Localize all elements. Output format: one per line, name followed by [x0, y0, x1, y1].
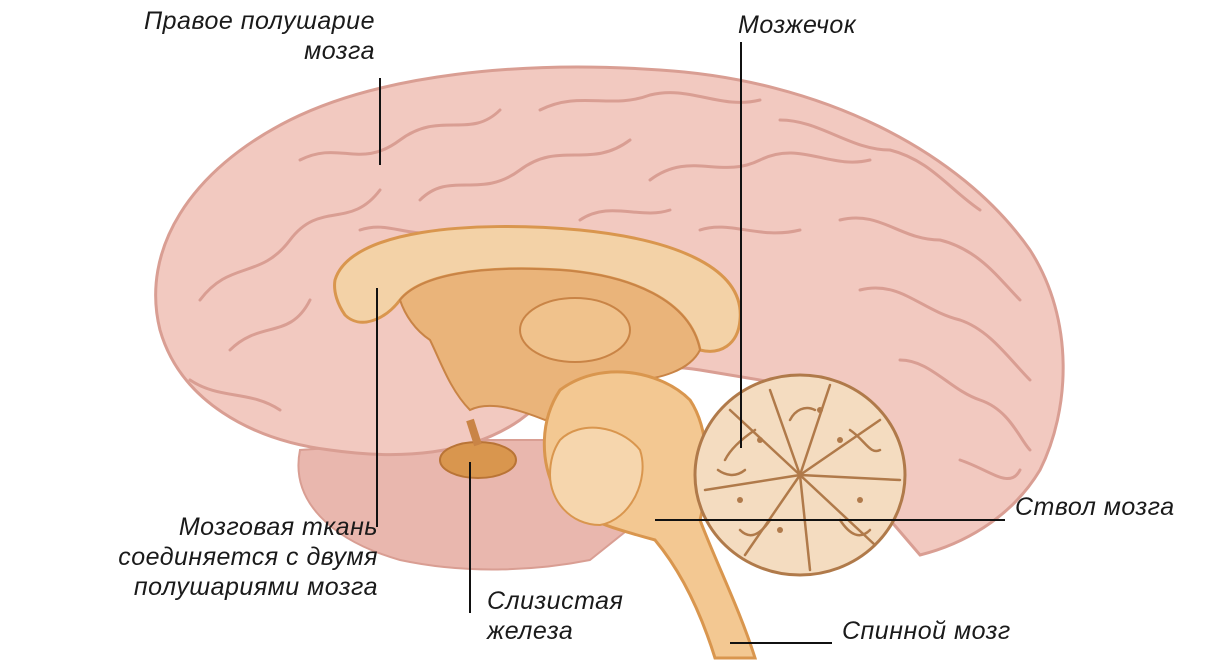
thalamus	[520, 298, 630, 362]
label-right-hemisphere: Правое полушарие мозга	[40, 6, 375, 66]
label-pituitary: Слизистая железа	[487, 586, 623, 646]
label-spinal-cord: Спинной мозг	[842, 616, 1011, 646]
pituitary-gland	[440, 442, 516, 478]
label-cerebellum: Мозжечок	[738, 10, 856, 40]
cerebellum	[695, 375, 905, 575]
label-brainstem: Ствол мозга	[1015, 492, 1175, 522]
label-corpus-callosum: Мозговая ткань соединяется с двумя полуш…	[0, 512, 378, 602]
